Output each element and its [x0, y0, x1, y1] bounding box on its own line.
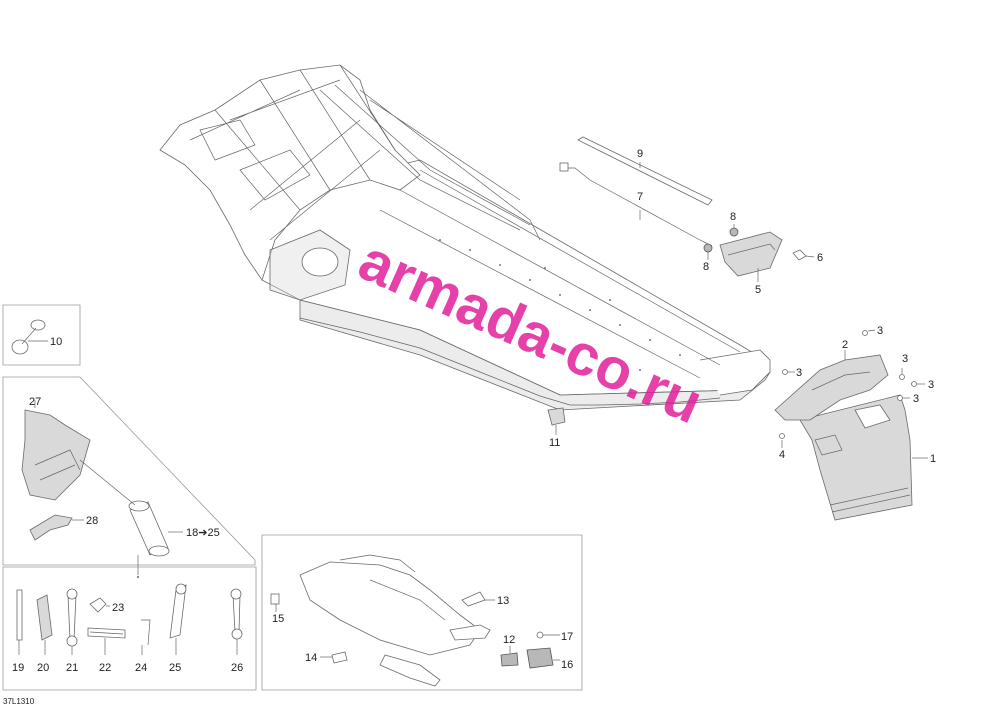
callout-27: 27	[29, 396, 41, 408]
part-4-washer	[779, 433, 785, 448]
callout-23: 23	[112, 602, 124, 614]
inset-box-tool-bag	[2, 376, 256, 578]
part-3-screws	[782, 329, 925, 401]
callout-3d: 3	[928, 379, 934, 391]
callout-28: 28	[86, 515, 98, 527]
part-7-wire-harness	[559, 162, 713, 247]
part-6-bulb	[792, 249, 815, 261]
callout-18-25: 18➔25	[186, 527, 220, 539]
callout-labels: 1 2 3 3 3 3 3 4 5 6 7 8 8 9 10 11 12 13 …	[12, 148, 936, 674]
inset-box-tools	[2, 566, 257, 691]
inset-box-part-10	[2, 304, 81, 366]
callout-16: 16	[561, 659, 573, 671]
callout-9: 9	[637, 148, 643, 160]
callout-25: 25	[169, 662, 181, 674]
inset-box-decals	[261, 534, 583, 691]
callout-14: 14	[305, 652, 317, 664]
callout-8a: 8	[730, 211, 736, 223]
reference-code: 37L1310	[3, 697, 35, 706]
callout-3e: 3	[913, 393, 919, 405]
callout-3c: 3	[902, 353, 908, 365]
callout-6: 6	[817, 252, 823, 264]
callout-12: 12	[503, 634, 515, 646]
callout-7: 7	[637, 191, 643, 203]
callout-4: 4	[779, 449, 785, 461]
callout-8b: 8	[703, 261, 709, 273]
callout-17: 17	[561, 631, 573, 643]
callout-2: 2	[842, 339, 848, 351]
callout-19: 19	[12, 662, 24, 674]
callout-10: 10	[50, 336, 62, 348]
callout-15: 15	[272, 613, 284, 625]
callout-3a: 3	[877, 325, 883, 337]
callout-13: 13	[497, 595, 509, 607]
callout-22: 22	[99, 662, 111, 674]
callout-5: 5	[755, 284, 761, 296]
part-11-clip	[547, 407, 566, 435]
part-9-strip	[577, 136, 713, 206]
part-8-grommet-top	[729, 224, 739, 237]
callout-11: 11	[549, 437, 560, 449]
chassis-frame	[159, 64, 771, 411]
callout-1: 1	[930, 453, 936, 465]
callout-21: 21	[66, 662, 78, 674]
part-2-flap-holder	[774, 350, 889, 421]
callout-3b: 3	[796, 367, 802, 379]
callout-20: 20	[37, 662, 49, 674]
part-1-snow-flap	[799, 394, 928, 521]
part-5-tail-light	[719, 231, 783, 282]
callout-24: 24	[135, 662, 147, 674]
part-8-grommet-bottom	[703, 243, 713, 260]
callout-26: 26	[231, 662, 243, 674]
